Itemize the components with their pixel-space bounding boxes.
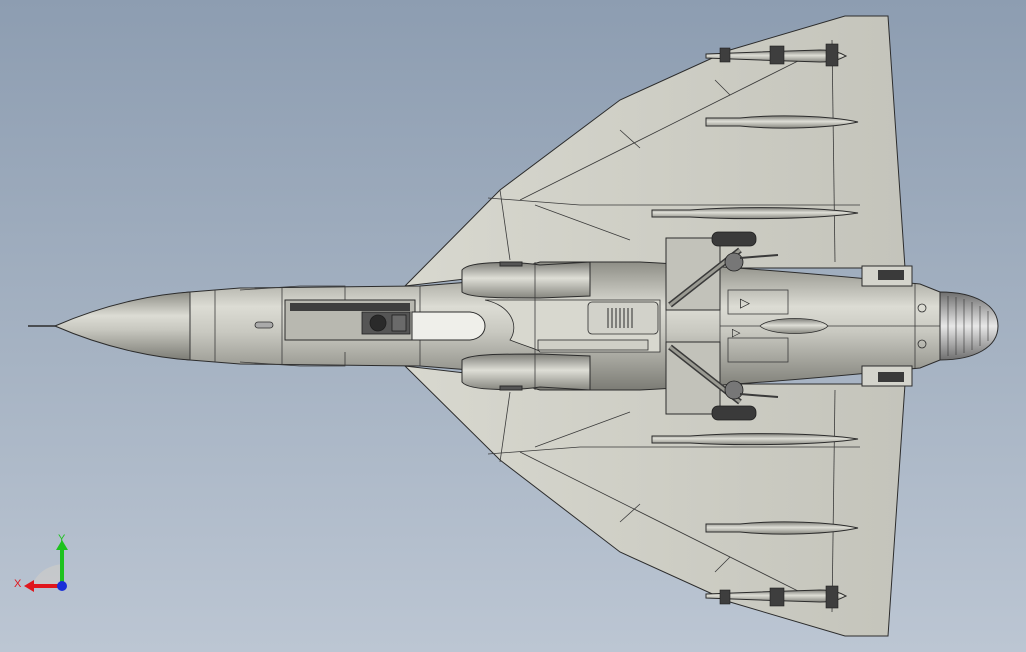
lower-intake <box>461 353 591 391</box>
ejection-seat <box>361 311 411 335</box>
engine-nozzle <box>939 291 999 361</box>
axis-triad: Y X <box>14 533 68 592</box>
upper-gear-bay <box>665 231 779 311</box>
lower-inner-tank <box>651 433 859 446</box>
upper-inner-tank <box>651 207 859 220</box>
upper-intake <box>461 261 591 299</box>
x-axis-label: X <box>14 578 22 590</box>
upper-mid-tank <box>705 115 859 129</box>
nose-cone <box>53 291 191 361</box>
canopy <box>411 311 486 341</box>
external-stores <box>651 49 859 603</box>
panel-marking-upper: ▷ <box>740 295 750 310</box>
lower-gear-bay <box>665 341 779 421</box>
lower-mid-tank <box>705 521 859 535</box>
y-axis-label: Y <box>58 533 66 545</box>
panel-marking-lower: ▷ <box>732 327 741 339</box>
